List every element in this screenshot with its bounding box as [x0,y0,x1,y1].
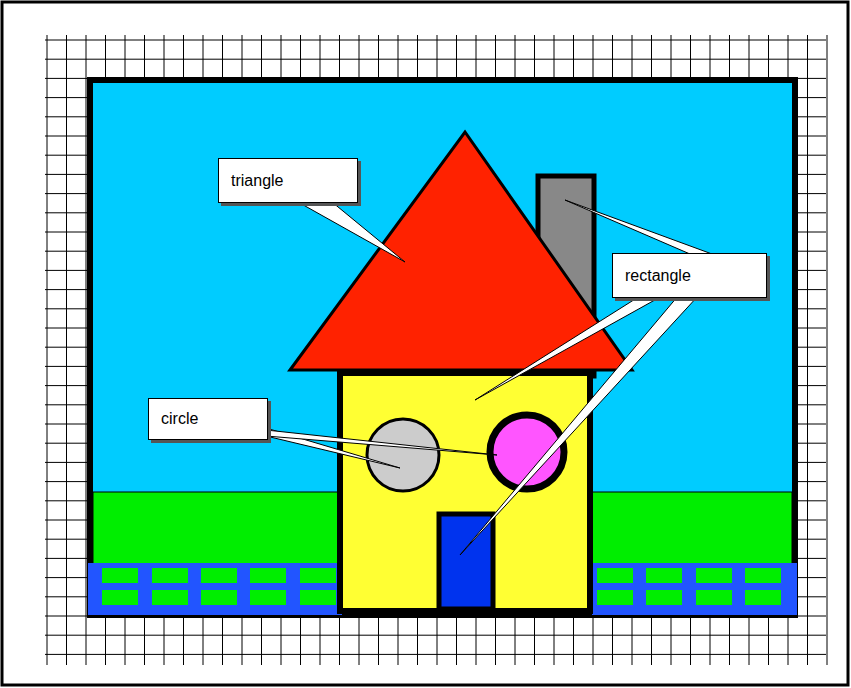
callout-pointer [298,202,405,262]
fence-slat [745,590,781,605]
callout-box: rectangle [612,253,767,298]
grid-line [86,35,87,665]
grid-line [45,654,826,655]
fence-slat [646,568,682,583]
callout-text: rectangle [625,267,691,285]
fence-slat [300,590,336,605]
fence-slat [696,590,732,605]
fence-slat [745,568,781,583]
fence-slat [646,590,682,605]
grid-lines [45,35,827,665]
grid-line [827,35,828,665]
fence-slat [102,568,138,583]
fence-slat [250,568,286,583]
grid-line [45,40,826,41]
callout-text: triangle [231,172,283,190]
fence-slat [102,590,138,605]
fence-slat [152,590,188,605]
callout-text: circle [161,410,198,428]
grid-line [45,635,826,636]
fence-slat [250,590,286,605]
callout-pointer [460,296,698,555]
fence-slat [300,568,336,583]
fence-slat [152,568,188,583]
fence-slat [201,590,237,605]
callout-pointer [266,430,497,455]
grid-line [47,35,48,665]
grid-line [45,59,826,60]
gray-window [367,419,439,491]
fence-slat [696,568,732,583]
callout-box: triangle [218,158,358,203]
fence-slat [201,568,237,583]
callout-pointer [565,200,712,254]
fence-right [592,563,797,615]
grid-line [807,35,808,665]
fence-left [88,563,342,615]
sky [90,80,795,615]
house-body [340,373,590,611]
fence-slat [597,590,633,605]
fence-slat [597,568,633,583]
grid-line [66,35,67,665]
callout-box: circle [148,398,268,440]
